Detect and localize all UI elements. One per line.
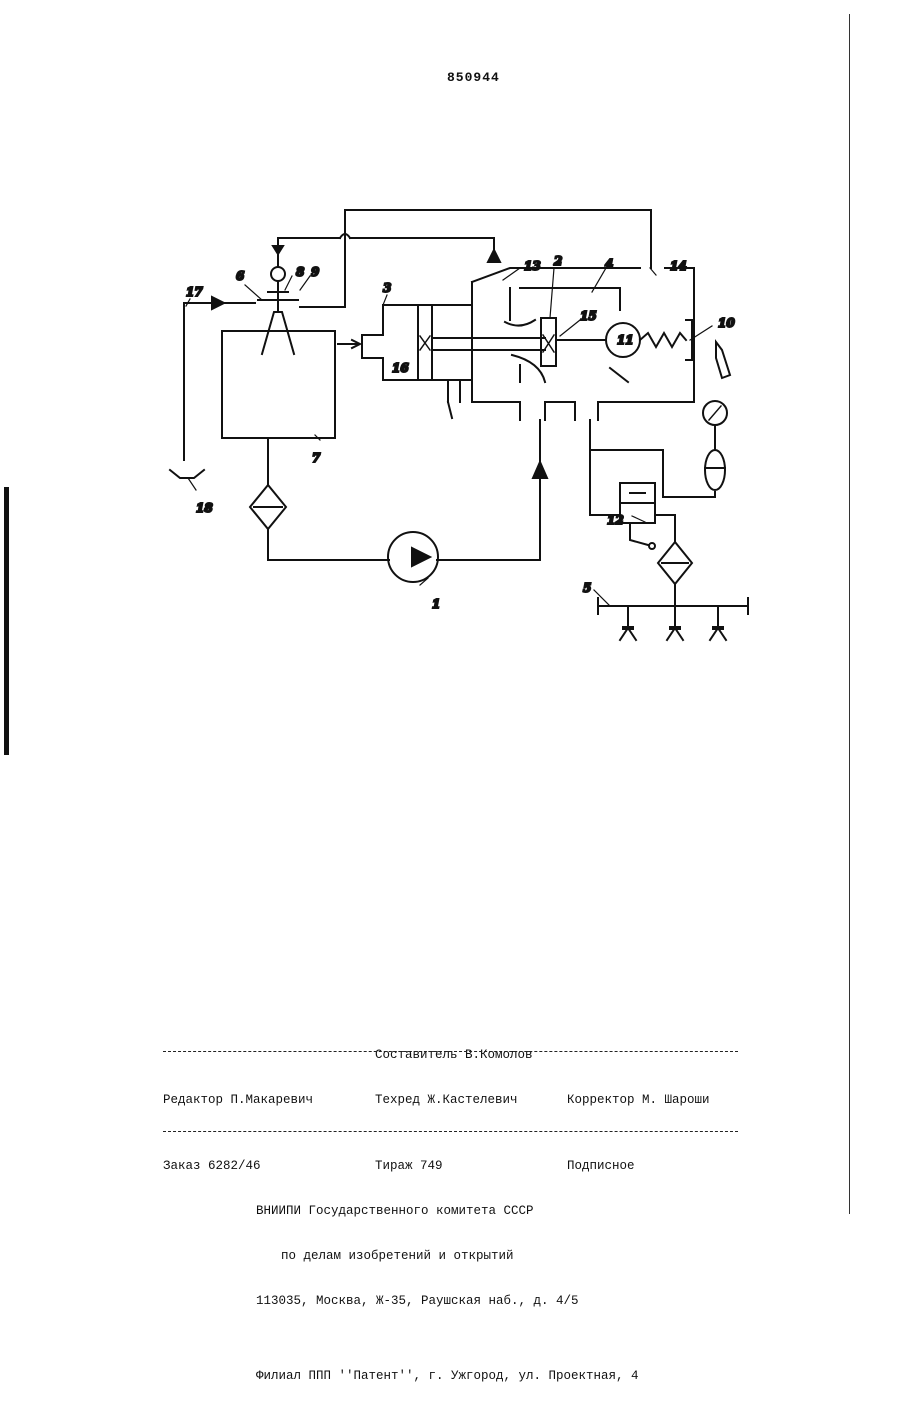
label-1: 1 [432, 597, 440, 611]
order-number: Заказ 6282/46 [163, 1159, 261, 1174]
accumulator-neck [705, 425, 725, 468]
imprint-block: Составитель В.Комолов Редактор П.Макарев… [163, 1018, 738, 1399]
ejector-ball [271, 267, 285, 281]
org-line-1: ВНИИПИ Государственного комитета СССР [256, 1204, 534, 1219]
label-2: 2 [553, 254, 562, 268]
piston-rod [432, 338, 545, 350]
ejector-stem [272, 281, 284, 312]
label-16: 16 [392, 361, 409, 375]
drain-tray [170, 470, 204, 478]
label-12: 12 [607, 513, 624, 527]
hydraulic-scheme: 1 2 3 4 5 6 7 8 9 10 11 12 13 14 15 16 1… [0, 0, 900, 700]
spring [640, 333, 686, 347]
accumulator [705, 450, 725, 490]
valve-12-lever [630, 523, 648, 545]
label-17: 17 [186, 285, 203, 299]
label-14: 14 [670, 259, 687, 273]
adjust-handle-10 [716, 342, 730, 378]
label-18: 18 [196, 501, 213, 515]
label-4: 4 [605, 257, 613, 271]
circulation: Тираж 749 [375, 1159, 443, 1174]
outlet-line [590, 420, 715, 515]
line-14 [300, 210, 651, 307]
label-9: 9 [311, 265, 320, 279]
dashed-rule-1 [163, 1051, 738, 1052]
spray-nozzles [620, 606, 726, 640]
manifold-5 [598, 584, 748, 614]
imprint-row-address: 113035, Москва, Ж-35, Раушская наб., д. … [163, 1294, 738, 1309]
tank [222, 331, 335, 438]
corrector: Корректор М. Шароши [567, 1093, 710, 1108]
imprint-row-org1: ВНИИПИ Государственного комитета СССР [163, 1204, 738, 1219]
arrow-up-supply [533, 462, 547, 478]
label-7: 7 [312, 451, 321, 465]
filter-1 [250, 485, 286, 529]
spool [541, 318, 556, 366]
valve-12-ports [620, 493, 675, 542]
ejector-nozzle [262, 312, 294, 354]
imprint-row-org2: по делам изобретений и открытий [163, 1249, 738, 1264]
imprint-row-order: Заказ 6282/46 Тираж 749 Подписное [163, 1159, 738, 1174]
label-6: 6 [236, 269, 245, 283]
label-11: 11 [617, 333, 634, 347]
supply-line [268, 420, 540, 560]
techred: Техред Ж.Кастелевич [375, 1093, 518, 1108]
filter-2 [658, 542, 692, 584]
line-17 [184, 303, 255, 460]
editor: Редактор П.Макаревич [163, 1093, 313, 1108]
imprint-row-branch: Филиал ППП ''Патент'', г. Ужгород, ул. П… [163, 1369, 738, 1384]
imprint-row-staff: Редактор П.Макаревич Техред Ж.Кастелевич… [163, 1093, 738, 1108]
label-5: 5 [583, 581, 591, 595]
label-13: 13 [524, 259, 541, 273]
return-line-13 [278, 238, 494, 267]
spool-mark [543, 335, 554, 352]
gauge-needle [709, 406, 721, 420]
valve-outlets [520, 402, 598, 420]
label-15: 15 [580, 309, 597, 323]
branch: Филиал ППП ''Патент'', г. Ужгород, ул. П… [256, 1369, 639, 1384]
cylinder-drain [448, 380, 460, 418]
valve-12-knob [649, 543, 655, 549]
arrow-up [488, 250, 500, 262]
label-10: 10 [718, 316, 735, 330]
label-3: 3 [383, 281, 391, 295]
arrow-right [212, 297, 224, 309]
address: 113035, Москва, Ж-35, Раушская наб., д. … [256, 1294, 579, 1309]
arrow-down [273, 246, 283, 254]
valve-ports [510, 288, 628, 382]
piston-mark [420, 336, 430, 350]
pump-arrow [412, 548, 430, 566]
label-8: 8 [296, 265, 305, 279]
subscription: Подписное [567, 1159, 635, 1174]
dashed-rule-2 [163, 1131, 738, 1132]
org-line-2: по делам изобретений и открытий [281, 1249, 514, 1264]
